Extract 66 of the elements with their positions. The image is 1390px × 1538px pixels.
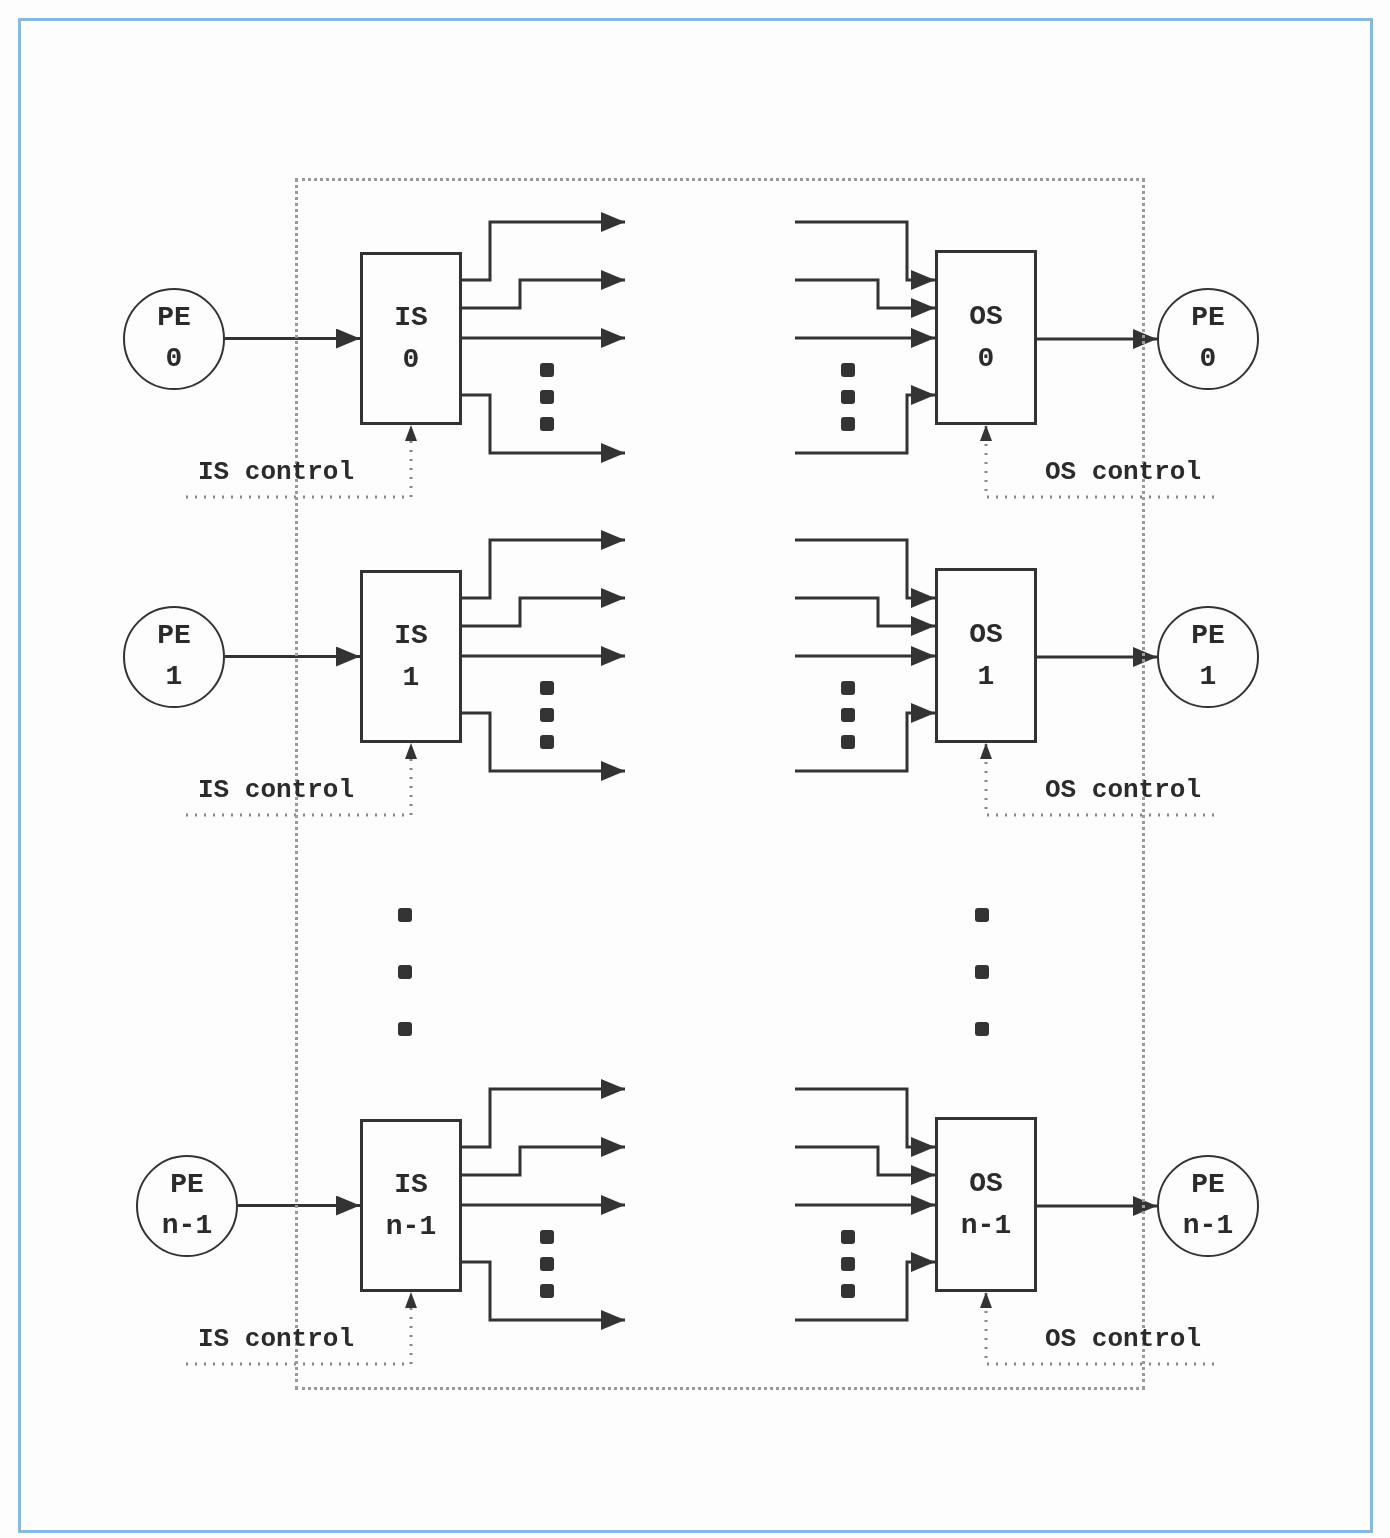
arrow (795, 703, 935, 773)
node-label: OS control (1044, 775, 1202, 805)
control-arrow (186, 743, 417, 817)
processor-circle (123, 288, 225, 390)
node-label: OS control (1044, 1324, 1202, 1354)
arrow (795, 1145, 935, 1185)
switch-box (360, 570, 462, 743)
control-arrow (186, 425, 417, 499)
arrow (225, 646, 360, 667)
node-label: IS n-1 (384, 1167, 438, 1244)
arrow (238, 1195, 360, 1216)
arrow (460, 1195, 625, 1215)
arrow (460, 646, 625, 666)
switch-box (360, 1119, 462, 1292)
processor-circle (136, 1155, 238, 1257)
arrow (795, 220, 935, 290)
arrow (795, 1195, 937, 1215)
node-label: IS control (197, 1324, 355, 1354)
node-label: IS control (197, 775, 355, 805)
node-label: IS 1 (393, 618, 429, 695)
arrow (795, 1087, 935, 1157)
node-label: PE 0 (1190, 301, 1226, 376)
arrow (462, 1137, 625, 1177)
arrow (462, 530, 625, 600)
control-arrow (980, 1292, 1214, 1366)
node-label: PE 1 (1190, 619, 1226, 694)
arrow (460, 328, 625, 348)
arrow (795, 596, 935, 636)
processor-circle (1157, 1155, 1259, 1257)
node-label: PE n-1 (1181, 1168, 1235, 1243)
arrow (795, 278, 935, 318)
arrow (462, 1079, 625, 1149)
switch-box (935, 1117, 1037, 1292)
node-label: OS control (1044, 457, 1202, 487)
arrow (462, 393, 625, 463)
node-label: OS n-1 (959, 1166, 1013, 1243)
arrow (1037, 329, 1157, 349)
arrow (795, 646, 937, 666)
arrow (225, 328, 360, 349)
node-label: PE 0 (156, 301, 192, 376)
control-arrow (980, 743, 1214, 817)
processor-circle (1157, 606, 1259, 708)
arrow (795, 328, 937, 348)
switch-box (935, 250, 1037, 425)
arrow (462, 711, 625, 781)
switch-box (935, 568, 1037, 743)
arrow (1037, 647, 1157, 667)
node-label: OS 0 (968, 299, 1004, 376)
switch-box (360, 252, 462, 425)
node-label: IS 0 (393, 300, 429, 377)
arrow (462, 270, 625, 310)
node-label: IS control (197, 457, 355, 487)
processor-circle (1157, 288, 1259, 390)
node-label: PE n-1 (160, 1168, 214, 1243)
arrow (795, 538, 935, 608)
processor-circle (123, 606, 225, 708)
control-arrow (186, 1292, 417, 1366)
arrow (1037, 1196, 1157, 1216)
node-label: OS 1 (968, 617, 1004, 694)
arrow (462, 1260, 625, 1330)
arrow (795, 1252, 935, 1322)
node-label: PE 1 (156, 619, 192, 694)
arrow (795, 385, 935, 455)
arrow (462, 212, 625, 282)
arrow (462, 588, 625, 628)
control-arrow (980, 425, 1214, 499)
